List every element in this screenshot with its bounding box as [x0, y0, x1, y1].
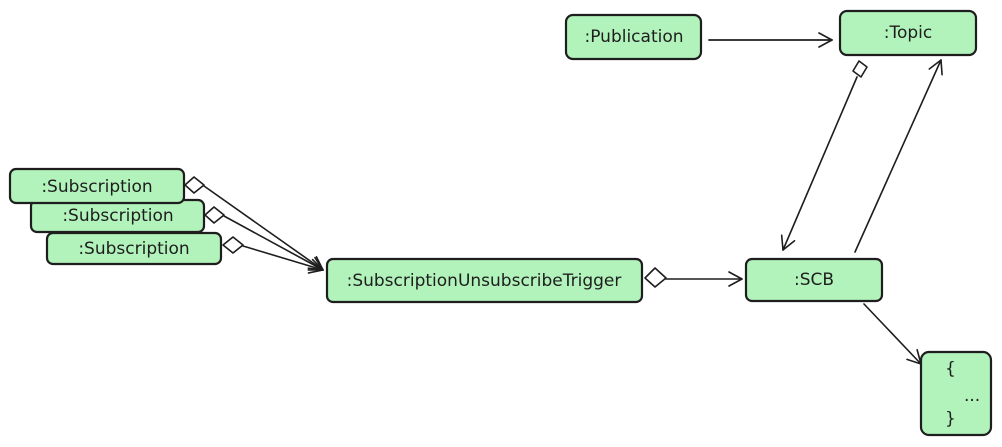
code-block-open-brace: { — [945, 359, 956, 379]
node-subscription-3-label: :Subscription — [78, 239, 189, 259]
aggregation-diamond-topic — [852, 60, 868, 78]
aggregation-diamond-trigger — [644, 267, 667, 288]
node-subscription-2[interactable]: :Subscription — [29, 198, 206, 234]
node-subscription-unsubscribe-trigger-label: :SubscriptionUnsubscribeTrigger — [347, 271, 622, 291]
node-subscription-3[interactable]: :Subscription — [45, 231, 223, 266]
edge-subscription-1-to-trigger — [203, 185, 324, 271]
node-subscription-unsubscribe-trigger[interactable]: :SubscriptionUnsubscribeTrigger — [325, 257, 644, 304]
edge-topic-to-scb — [780, 76, 858, 251]
aggregation-diamond-subscription-3 — [222, 236, 244, 254]
node-topic-label: :Topic — [884, 23, 933, 43]
node-subscription-1-label: :Subscription — [41, 177, 152, 197]
node-scb-label: :SCB — [794, 270, 834, 290]
node-subscription-2-label: :Subscription — [62, 206, 173, 226]
code-block-close-brace: } — [945, 409, 956, 429]
node-publication[interactable]: :Publication — [564, 13, 703, 61]
edge-scb-to-topic — [854, 59, 943, 253]
edge-scb-to-code-block — [863, 303, 922, 365]
node-topic[interactable]: :Topic — [838, 9, 978, 57]
code-block-ellipsis: ... — [964, 386, 980, 406]
node-scb[interactable]: :SCB — [744, 257, 884, 303]
aggregation-diamond-subscription-2 — [204, 206, 225, 224]
node-subscription-1[interactable]: :Subscription — [8, 167, 186, 205]
edge-subscription-2-to-trigger — [223, 215, 324, 271]
edge-subscription-3-to-trigger — [242, 245, 324, 274]
aggregation-diamond-subscription-1 — [184, 176, 205, 194]
node-publication-label: :Publication — [584, 27, 683, 47]
node-code-block[interactable]: { ... } — [919, 350, 993, 437]
